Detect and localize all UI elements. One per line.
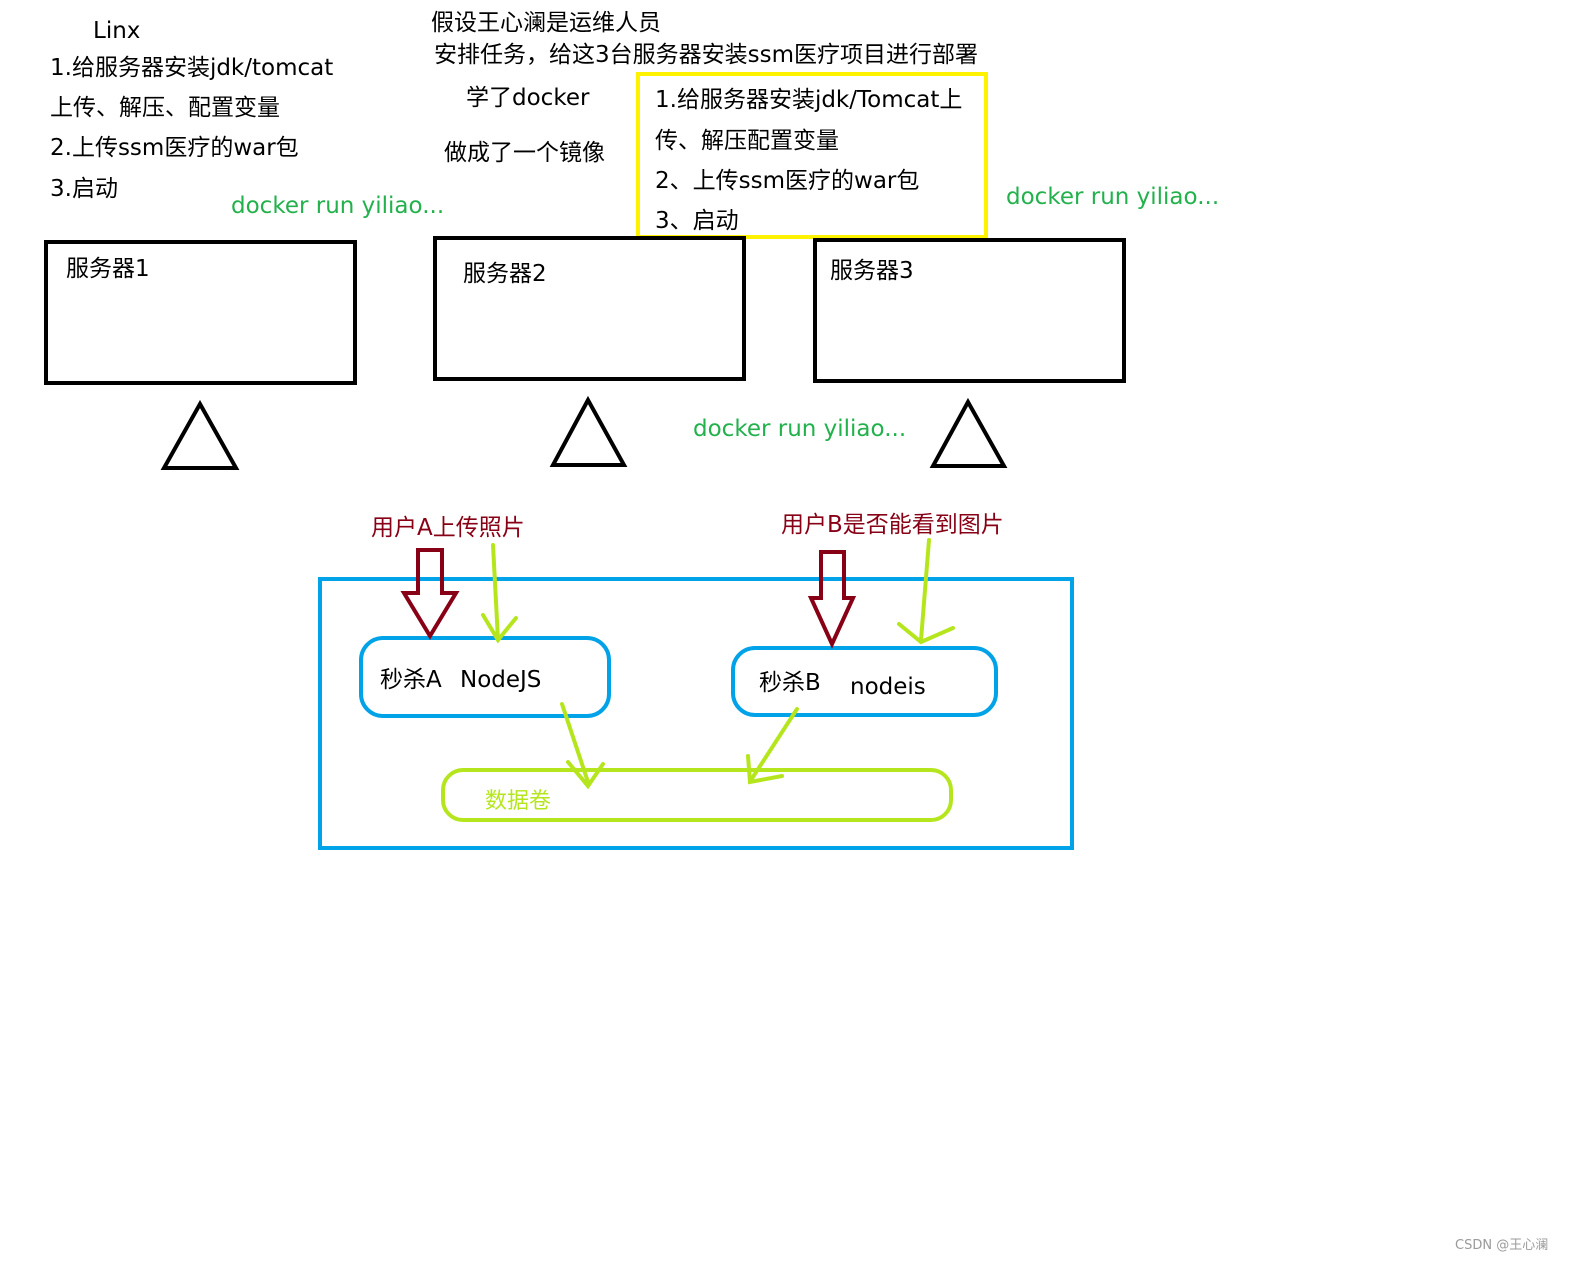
server-1-label: 服务器1 — [66, 256, 150, 282]
yellow-box-line-1: 1.给服务器安装jdk/Tomcat上 — [655, 87, 963, 113]
linux-title: Linx — [93, 18, 141, 44]
scenario-line-1: 假设王心澜是运维人员 — [431, 10, 661, 36]
node-a-to-volume-arrow-icon — [560, 702, 605, 790]
container-area-box — [318, 577, 1074, 850]
linux-step-1b: 上传、解压、配置变量 — [50, 95, 280, 121]
server-1-triangle-icon — [160, 399, 240, 470]
yellow-box-line-4: 3、启动 — [655, 208, 739, 234]
scenario-line-2: 安排任务，给这3台服务器安装ssm医疗项目进行部署 — [434, 42, 979, 68]
node-b-name: 秒杀B — [759, 670, 821, 696]
node-a-box — [359, 636, 611, 718]
data-volume-box — [441, 768, 953, 822]
server-3-label: 服务器3 — [830, 258, 914, 284]
data-volume-label: 数据卷 — [485, 789, 552, 814]
node-a-name: 秒杀A — [380, 667, 442, 693]
yellow-steps-box — [636, 72, 988, 239]
server-1-box — [44, 240, 357, 385]
watermark: CSDN @王心澜 — [1455, 1238, 1549, 1253]
linux-step-3: 3.启动 — [50, 176, 118, 202]
node-b-tech: nodeis — [850, 674, 926, 700]
docker-run-middle: docker run yiliao... — [693, 416, 907, 442]
server-3-box — [813, 238, 1126, 383]
node-b-box — [731, 646, 998, 717]
linux-step-1: 1.给服务器安装jdk/tomcat — [50, 55, 334, 81]
server-2-label: 服务器2 — [463, 261, 547, 287]
make-image-text: 做成了一个镜像 — [444, 140, 605, 166]
learn-docker-text: 学了docker — [466, 85, 590, 111]
yellow-box-line-3: 2、上传ssm医疗的war包 — [655, 168, 920, 194]
lime-arrows — [481, 538, 955, 790]
linux-step-2: 2.上传ssm医疗的war包 — [50, 135, 299, 161]
user-b-lime-arrow-icon — [897, 538, 955, 645]
server-3-triangle-icon — [929, 397, 1008, 468]
node-b-to-volume-arrow-icon — [746, 707, 799, 785]
user-a-lime-arrow-icon — [481, 543, 518, 644]
docker-run-server-2: docker run yiliao... — [231, 193, 445, 219]
yellow-box-line-2: 传、解压配置变量 — [655, 128, 839, 154]
user-a-label: 用户A上传照片 — [371, 515, 525, 541]
user-b-label: 用户B是否能看到图片 — [781, 512, 1004, 538]
user-a-down-arrow-icon — [400, 548, 460, 640]
server-2-triangle-icon — [549, 395, 628, 467]
user-b-down-arrow-icon — [807, 550, 857, 649]
docker-run-server-3: docker run yiliao... — [1006, 184, 1220, 210]
server-2-box — [433, 236, 746, 381]
node-a-tech: NodeJS — [460, 667, 542, 693]
